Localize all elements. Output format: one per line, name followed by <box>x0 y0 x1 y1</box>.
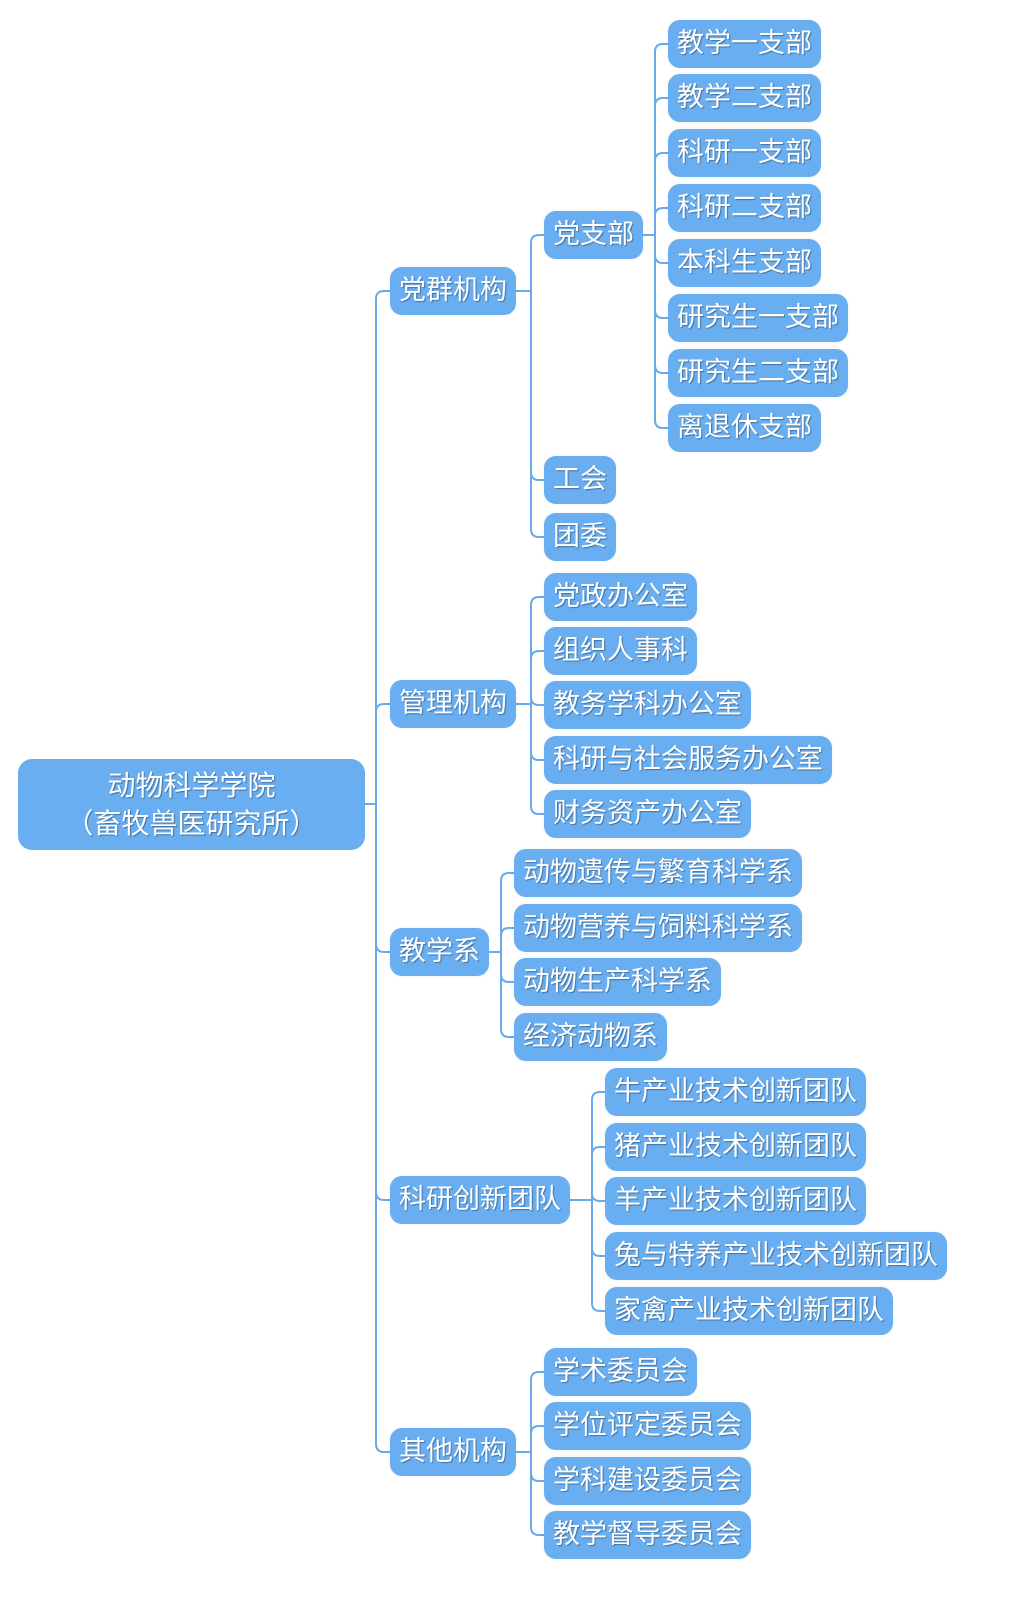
child-node: 动物营养与饲料科学系 <box>514 904 802 952</box>
child-node: 团委 <box>544 513 616 561</box>
connector-leaf <box>654 235 668 374</box>
leaf-node: 本科生支部 <box>668 239 821 287</box>
root-node: 动物科学学院 （畜牧兽医研究所） <box>18 759 365 850</box>
child-node: 教学督导委员会 <box>544 1511 751 1559</box>
connector-child <box>530 704 544 815</box>
leaf-node: 研究生二支部 <box>668 349 848 397</box>
connector-child <box>530 696 544 706</box>
child-node: 学位评定委员会 <box>544 1402 751 1450</box>
connector-child <box>530 704 544 761</box>
child-node: 组织人事科 <box>544 627 697 675</box>
connector-child <box>591 1192 605 1202</box>
connector-leaf <box>654 235 668 319</box>
connector-leaf <box>654 235 668 429</box>
connector-leaf <box>654 235 668 264</box>
connector-child <box>530 1452 544 1482</box>
connector-child <box>530 650 544 704</box>
leaf-node: 科研一支部 <box>668 129 821 177</box>
connector-child <box>530 291 544 538</box>
connector-child <box>530 1371 544 1452</box>
connector-child <box>500 927 514 952</box>
connector-branch <box>375 804 390 953</box>
connector-child <box>591 1200 605 1312</box>
branch-node: 其他机构 <box>390 1428 516 1476</box>
child-node: 动物遗传与繁育科学系 <box>514 849 802 897</box>
child-node: 工会 <box>544 456 616 504</box>
leaf-node: 研究生一支部 <box>668 294 848 342</box>
connector-child <box>500 952 514 1038</box>
child-node: 动物生产科学系 <box>514 958 721 1006</box>
connector-child <box>500 952 514 983</box>
connector-leaf <box>654 152 668 235</box>
leaf-node: 科研二支部 <box>668 184 821 232</box>
branch-node: 党群机构 <box>390 267 516 315</box>
root-subtitle: （畜牧兽医研究所） <box>65 806 318 840</box>
child-node: 牛产业技术创新团队 <box>605 1068 866 1116</box>
child-node: 羊产业技术创新团队 <box>605 1177 866 1225</box>
branch-node: 管理机构 <box>390 680 516 728</box>
connector-child <box>530 234 544 291</box>
connector-child <box>530 291 544 481</box>
connector-leaf <box>654 97 668 235</box>
connector-child <box>530 1452 544 1536</box>
child-node: 财务资产办公室 <box>544 790 751 838</box>
connector-child <box>591 1091 605 1200</box>
connector-child <box>591 1146 605 1200</box>
connector-child <box>530 596 544 704</box>
child-node: 科研与社会服务办公室 <box>544 736 832 784</box>
root-title: 动物科学学院 <box>107 768 276 802</box>
connector-branch <box>375 703 390 804</box>
connector-child <box>500 872 514 952</box>
child-node: 学科建设委员会 <box>544 1457 751 1505</box>
connector-child <box>591 1200 605 1257</box>
leaf-node: 教学二支部 <box>668 74 821 122</box>
leaf-node: 离退休支部 <box>668 404 821 452</box>
connector-child <box>530 1425 544 1452</box>
child-node: 教务学科办公室 <box>544 681 751 729</box>
child-node: 兔与特养产业技术创新团队 <box>605 1232 947 1280</box>
connector-branch <box>375 804 390 1453</box>
connector-branch <box>375 804 390 1201</box>
branch-node: 科研创新团队 <box>390 1176 570 1224</box>
child-node: 猪产业技术创新团队 <box>605 1123 866 1171</box>
child-node: 家禽产业技术创新团队 <box>605 1287 893 1335</box>
connector-leaf <box>654 43 668 235</box>
child-node: 党政办公室 <box>544 573 697 621</box>
child-node: 学术委员会 <box>544 1348 697 1396</box>
leaf-node: 教学一支部 <box>668 20 821 68</box>
connector-leaf <box>654 207 668 235</box>
child-node: 经济动物系 <box>514 1013 667 1061</box>
child-node: 党支部 <box>544 211 643 259</box>
connector-branch <box>375 290 390 804</box>
branch-node: 教学系 <box>390 928 489 976</box>
